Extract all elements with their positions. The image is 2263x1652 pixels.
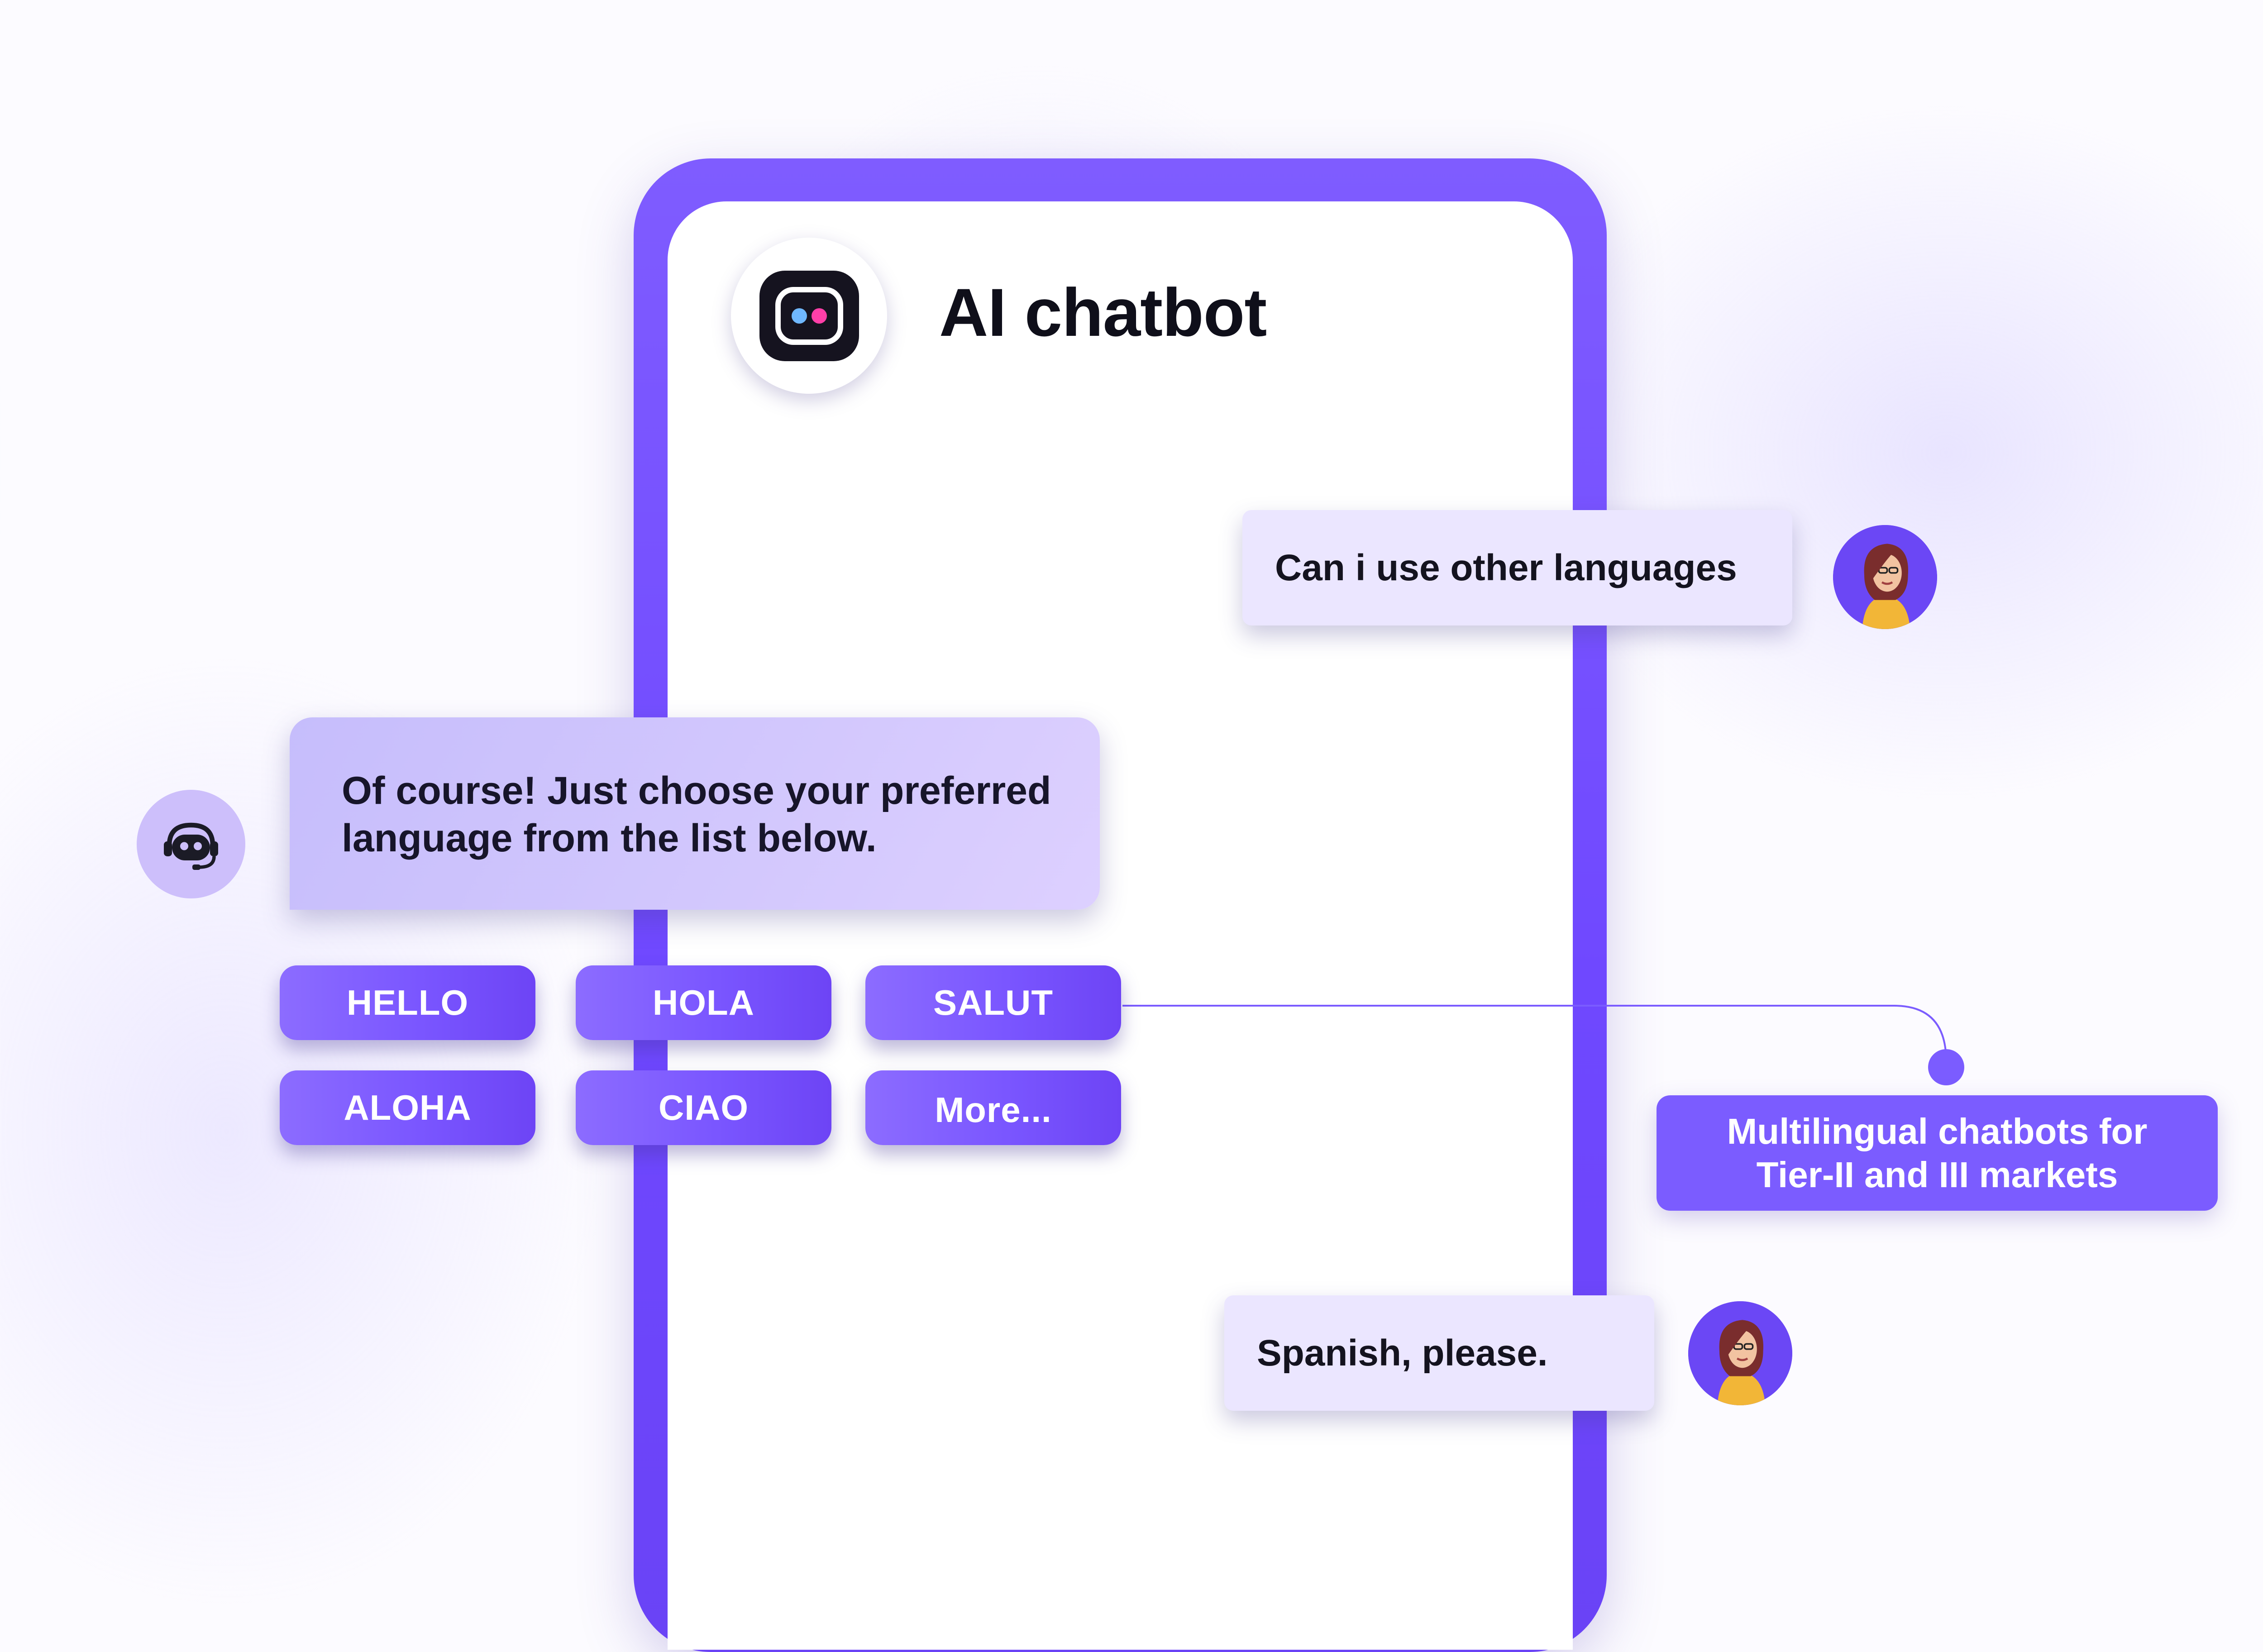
user-message-bubble: Can i use other languages [1242,510,1792,625]
user-message-bubble: Spanish, please. [1224,1295,1654,1411]
robot-headset-icon [137,790,245,898]
language-option-hola[interactable]: HOLA [576,965,831,1040]
language-option-aloha[interactable]: ALOHA [280,1070,535,1145]
page-title: AI chatbot [939,274,1267,350]
bot-message-line: language from the list below. [342,816,877,860]
woman-avatar-icon [1688,1301,1792,1405]
more-languages-button[interactable]: More... [865,1070,1121,1145]
language-option-hello[interactable]: HELLO [280,965,535,1040]
user-message-text: Spanish, please. [1257,1332,1548,1374]
language-option-ciao[interactable]: CIAO [576,1070,831,1145]
connector-dot [1928,1049,1964,1085]
user-message-text: Can i use other languages [1275,547,1737,588]
chat-screen [668,201,1573,1650]
language-option-salut[interactable]: SALUT [865,965,1121,1040]
callout-line: Multilingual chatbots for [1727,1111,2148,1151]
ai-chatbot-logo-icon [759,270,859,361]
app-logo [731,238,887,394]
bot-message-line: Of course! Just choose your preferred [342,769,1051,812]
multilingual-callout: Multilingual chatbots for Tier-II and II… [1657,1095,2218,1211]
woman-avatar-icon [1833,525,1937,629]
bot-message-bubble: Of course! Just choose your preferred la… [290,717,1100,910]
callout-line: Tier-II and III markets [1756,1154,2118,1195]
